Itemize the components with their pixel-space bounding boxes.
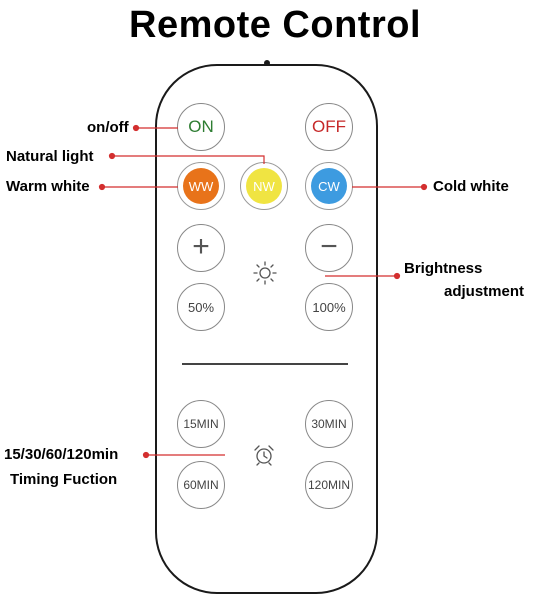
page-title: Remote Control [129,4,421,46]
brightness-plus-button[interactable]: + [177,224,225,272]
alarm-clock-icon [254,445,274,466]
brightness-50-button[interactable]: 50% [177,283,225,331]
timing-label-line2: Timing Fuction [10,471,118,488]
adjustment-label: adjustment [444,283,525,300]
on-button[interactable]: ON [177,103,225,151]
brightness-minus-button[interactable]: − [305,224,353,272]
on-label: ON [188,117,214,136]
timer-60-button[interactable]: 60MIN [177,461,225,509]
cw-label: CW [318,178,340,194]
timing-label-line1: 15/30/60/120min [4,446,119,463]
t15-label: 15MIN [183,417,219,431]
natural-leader [112,155,265,164]
nw-label: NW [253,178,275,194]
t30-label: 30MIN [311,417,347,431]
timer-15-button[interactable]: 15MIN [177,400,225,448]
sun-icon [253,261,277,285]
natural-white-button[interactable]: NW [240,162,288,210]
timer-120-button[interactable]: 120MIN [305,461,353,509]
minus-icon: − [320,229,338,263]
off-label: OFF [312,117,346,136]
cold-white-label: Cold white [433,178,509,195]
onoff-label: on/off [87,119,129,136]
warm-white-button[interactable]: WW [177,162,225,210]
warm-white-label: Warm white [6,178,90,195]
b50-label: 50% [187,299,215,315]
timer-30-button[interactable]: 30MIN [305,400,353,448]
cold-white-button[interactable]: CW [305,162,353,210]
brightness-label: Brightness [404,260,483,277]
separator-line [182,363,348,365]
natural-light-label: Natural light [6,148,94,165]
remote-indicator [264,60,270,66]
t120-label: 120MIN [307,478,351,492]
leader-lines [98,124,428,459]
off-button[interactable]: OFF [305,103,353,151]
ww-label: WW [188,178,214,194]
plus-icon: + [192,229,210,263]
t60-label: 60MIN [183,478,219,492]
b100-label: 100% [312,299,346,315]
brightness-100-button[interactable]: 100% [305,283,353,331]
